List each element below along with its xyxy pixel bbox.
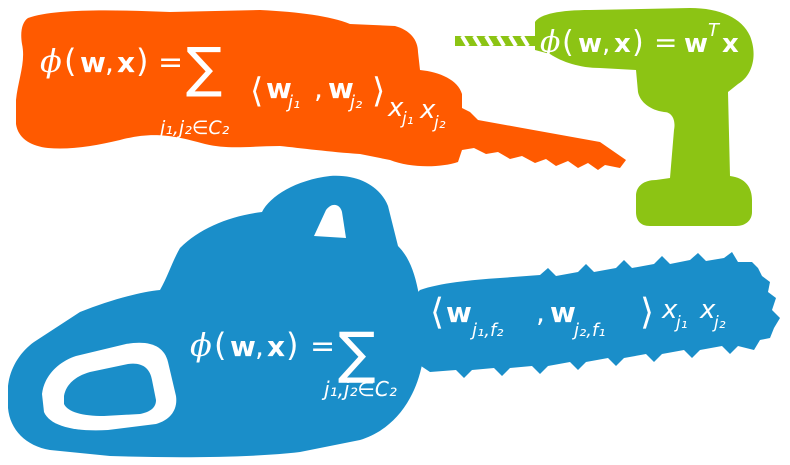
reciprocating-saw-icon bbox=[16, 10, 626, 170]
transpose-superscript: T bbox=[708, 20, 721, 41]
equals-sign: = bbox=[654, 26, 677, 59]
angle-close: ⟩ bbox=[640, 292, 654, 333]
summation-sign: ∑ bbox=[186, 36, 222, 99]
comma-inner: , bbox=[536, 296, 545, 329]
phi-symbol: ϕ bbox=[540, 25, 560, 60]
chainsaw-formula: ϕ ( w , x ) = ∑ j₁,j₂∈C₂ ⟨ w j₁,f₂ , w j… bbox=[190, 292, 726, 401]
x-j2: x bbox=[419, 95, 436, 125]
w-vector: w bbox=[578, 29, 602, 59]
x-vector-rhs: x bbox=[722, 29, 739, 59]
w-j1-f2: w bbox=[446, 296, 472, 329]
x-j1-subscript: j₁ bbox=[400, 109, 414, 129]
paren-open: ( bbox=[562, 25, 574, 60]
x-j2-subscript: j₂ bbox=[712, 313, 726, 333]
w-vector: w bbox=[80, 46, 106, 79]
x-j1: x bbox=[387, 93, 404, 123]
x-j1: x bbox=[661, 295, 678, 325]
w-j2: w bbox=[328, 72, 354, 105]
summation-index: j₁,j₂∈C₂ bbox=[321, 377, 397, 401]
drill-formula: ϕ ( w , x ) = w T x bbox=[540, 20, 739, 60]
w-vector: w bbox=[230, 330, 256, 363]
w-transpose: w bbox=[684, 29, 708, 59]
paren-close: ) bbox=[632, 25, 644, 60]
x-vector: x bbox=[117, 46, 135, 79]
paren-close: ) bbox=[286, 326, 298, 364]
x-j1-subscript: j₁ bbox=[674, 313, 688, 333]
w-j2-f1-subscript: j₂,f₁ bbox=[571, 320, 606, 341]
x-j2-subscript: j₂ bbox=[432, 113, 446, 133]
saw-formula: ϕ ( w , x ) = ∑ j₁,j₂∈C₂ ⟨ w j₁ , w j₂ ⟩… bbox=[40, 36, 446, 139]
paren-open: ( bbox=[214, 326, 226, 364]
x-vector: x bbox=[614, 29, 631, 59]
summation-sign: ∑ bbox=[338, 321, 376, 386]
comma: , bbox=[105, 46, 114, 79]
phi-symbol: ϕ bbox=[40, 42, 62, 80]
x-j2: x bbox=[699, 295, 716, 325]
angle-open: ⟨ bbox=[250, 71, 263, 111]
paren-open: ( bbox=[64, 42, 76, 80]
w-j1: w bbox=[266, 72, 292, 105]
chainsaw-icon bbox=[8, 175, 780, 458]
w-j2-f1: w bbox=[550, 296, 576, 329]
w-j2-subscript: j₂ bbox=[347, 92, 362, 113]
comma: , bbox=[255, 330, 264, 363]
w-j1-f2-subscript: j₁,f₂ bbox=[469, 320, 504, 341]
equals-sign: = bbox=[310, 329, 335, 364]
comma-inner: , bbox=[314, 72, 323, 105]
equals-sign: = bbox=[158, 45, 183, 80]
w-j1-subscript: j₁ bbox=[285, 92, 300, 113]
x-vector: x bbox=[267, 330, 285, 363]
angle-open: ⟨ bbox=[430, 292, 444, 333]
phi-symbol: ϕ bbox=[190, 326, 212, 364]
summation-index: j₁,j₂∈C₂ bbox=[157, 117, 230, 139]
cordless-drill-icon bbox=[455, 8, 754, 226]
comma: , bbox=[602, 29, 610, 59]
paren-close: ) bbox=[136, 42, 148, 80]
angle-close: ⟩ bbox=[372, 71, 385, 111]
